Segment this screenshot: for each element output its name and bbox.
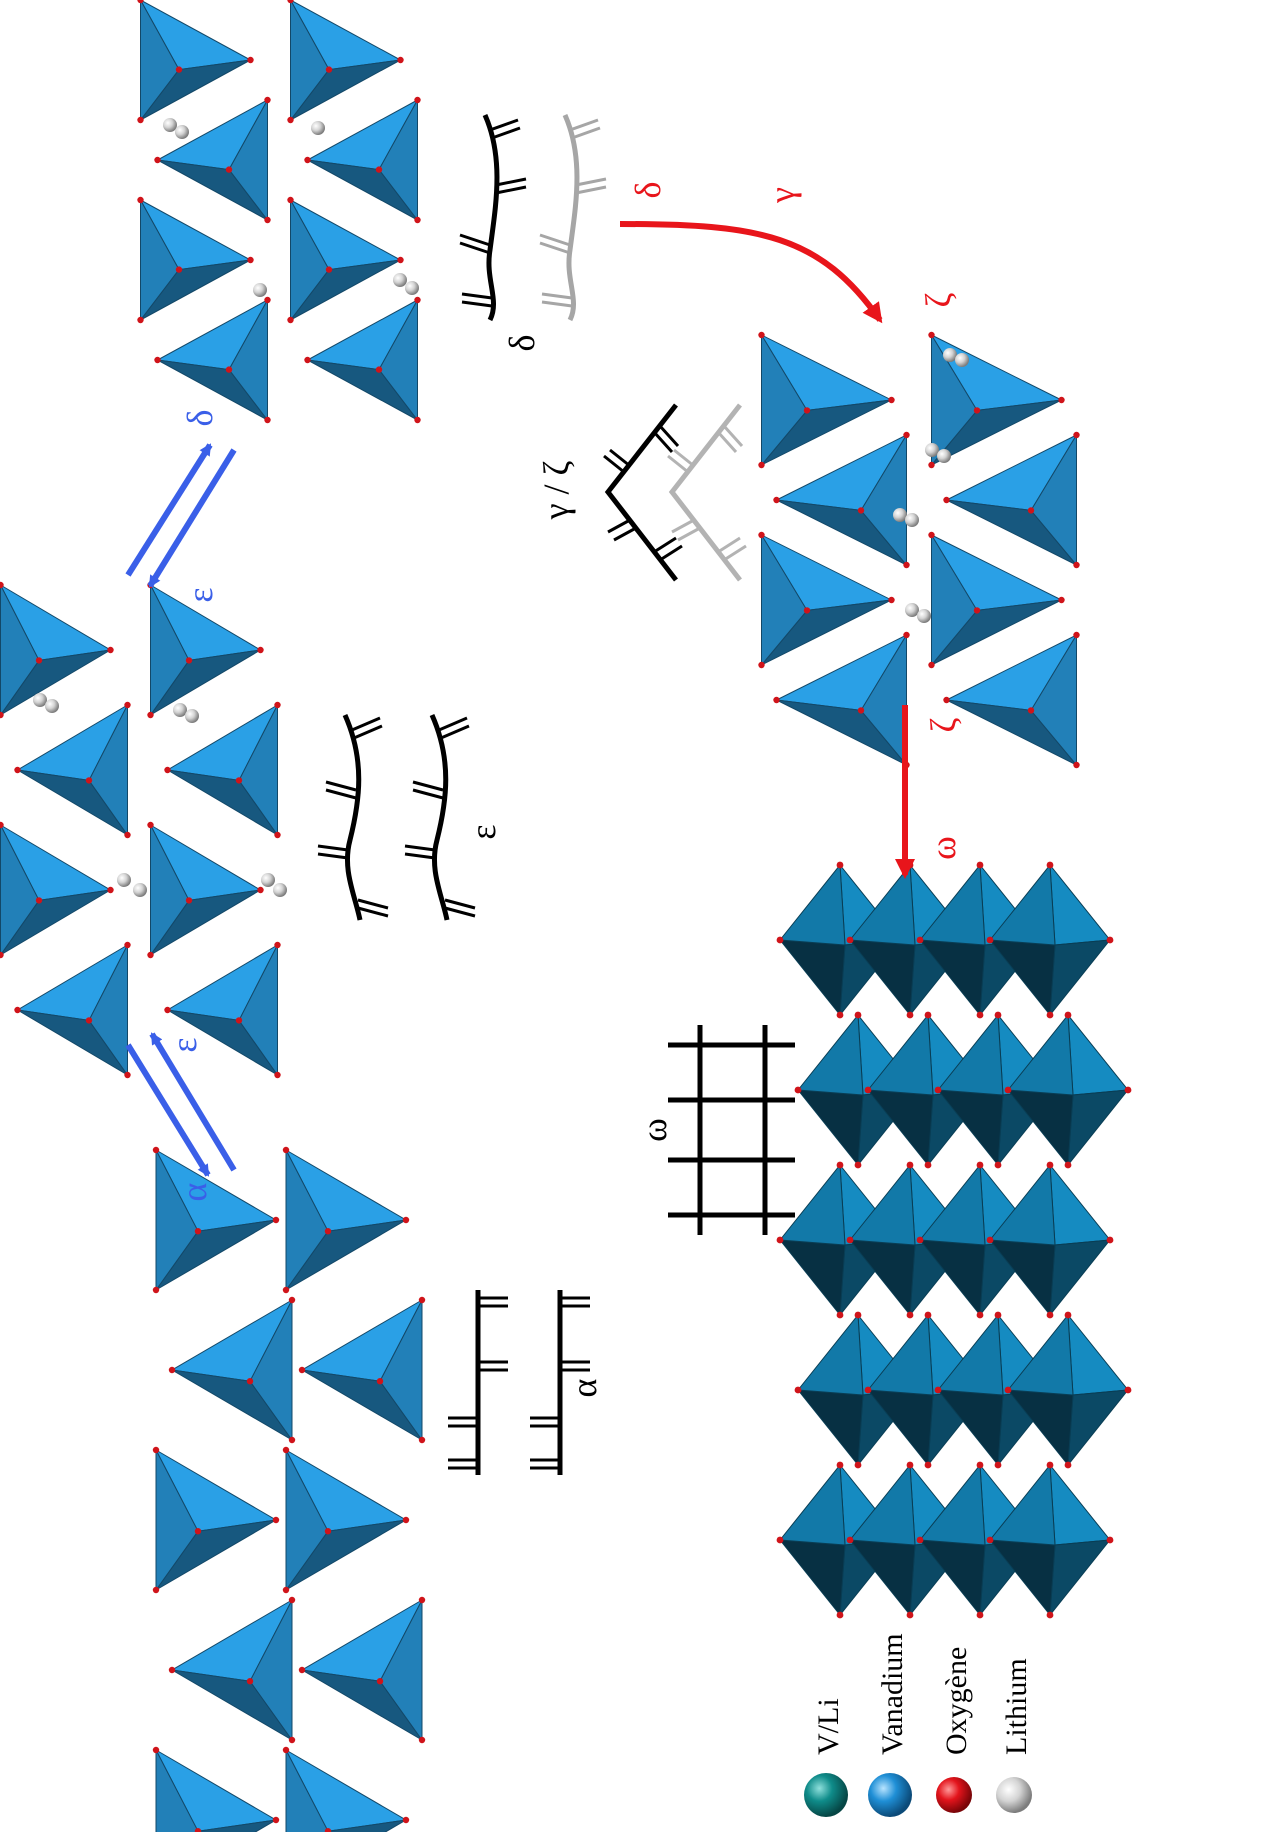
omega-structure bbox=[776, 861, 1132, 1619]
transition-delta-red-label: δ bbox=[628, 182, 668, 199]
transition-zeta-label-1: ζ bbox=[918, 292, 958, 307]
epsilon-structure bbox=[0, 581, 287, 1079]
vanadium-sphere-icon bbox=[868, 1773, 912, 1817]
alpha-structure bbox=[152, 1146, 426, 1832]
transition-delta-label: δ bbox=[180, 410, 220, 427]
transition-omega-label: ω bbox=[923, 836, 963, 860]
oxygen-sphere-icon bbox=[936, 1777, 972, 1813]
legend-label-oxygen: Oxygène bbox=[940, 1647, 973, 1755]
delta-label: δ bbox=[502, 335, 542, 352]
legend-label-vli: V/Li bbox=[812, 1698, 845, 1755]
legend-item-vli: V/Li bbox=[804, 1698, 848, 1817]
epsilon-label: ε bbox=[463, 824, 503, 839]
alpha-epsilon-arrows bbox=[125, 1032, 237, 1177]
omega-grid-schematic bbox=[668, 1025, 795, 1235]
gamma-zeta-label: γ / ζ bbox=[536, 461, 576, 521]
alpha-label: α bbox=[564, 1378, 604, 1397]
legend-label-lithium: Lithium bbox=[1000, 1658, 1033, 1755]
transition-epsilon-label-2: ε bbox=[180, 587, 220, 602]
vli-sphere-icon bbox=[804, 1773, 848, 1817]
delta-chain-schematic bbox=[459, 113, 607, 322]
transition-zeta-label-2: ζ bbox=[923, 717, 963, 732]
transition-gamma-label: γ bbox=[762, 187, 802, 204]
epsilon-delta-arrows bbox=[125, 443, 237, 588]
alpha-chain-schematic bbox=[448, 1290, 590, 1475]
lithium-sphere-icon bbox=[996, 1777, 1032, 1813]
legend-item-oxygen: Oxygène bbox=[936, 1647, 973, 1813]
gamma-zeta-structure bbox=[758, 331, 1080, 769]
legend: V/Li Vanadium Oxygène Lithium bbox=[804, 1633, 1033, 1817]
transition-epsilon-label-1: ε bbox=[164, 1037, 204, 1052]
delta-structure bbox=[137, 0, 421, 424]
delta-zeta-arrow bbox=[619, 221, 883, 324]
gamma-zeta-chain-schematic bbox=[603, 403, 747, 582]
epsilon-chain-schematic bbox=[317, 713, 476, 921]
legend-item-lithium: Lithium bbox=[996, 1658, 1033, 1813]
transition-alpha-label: α bbox=[174, 1182, 214, 1201]
omega-label: ω bbox=[634, 1118, 674, 1142]
legend-label-vanadium: Vanadium bbox=[876, 1633, 909, 1755]
legend-item-vanadium: Vanadium bbox=[868, 1633, 912, 1817]
